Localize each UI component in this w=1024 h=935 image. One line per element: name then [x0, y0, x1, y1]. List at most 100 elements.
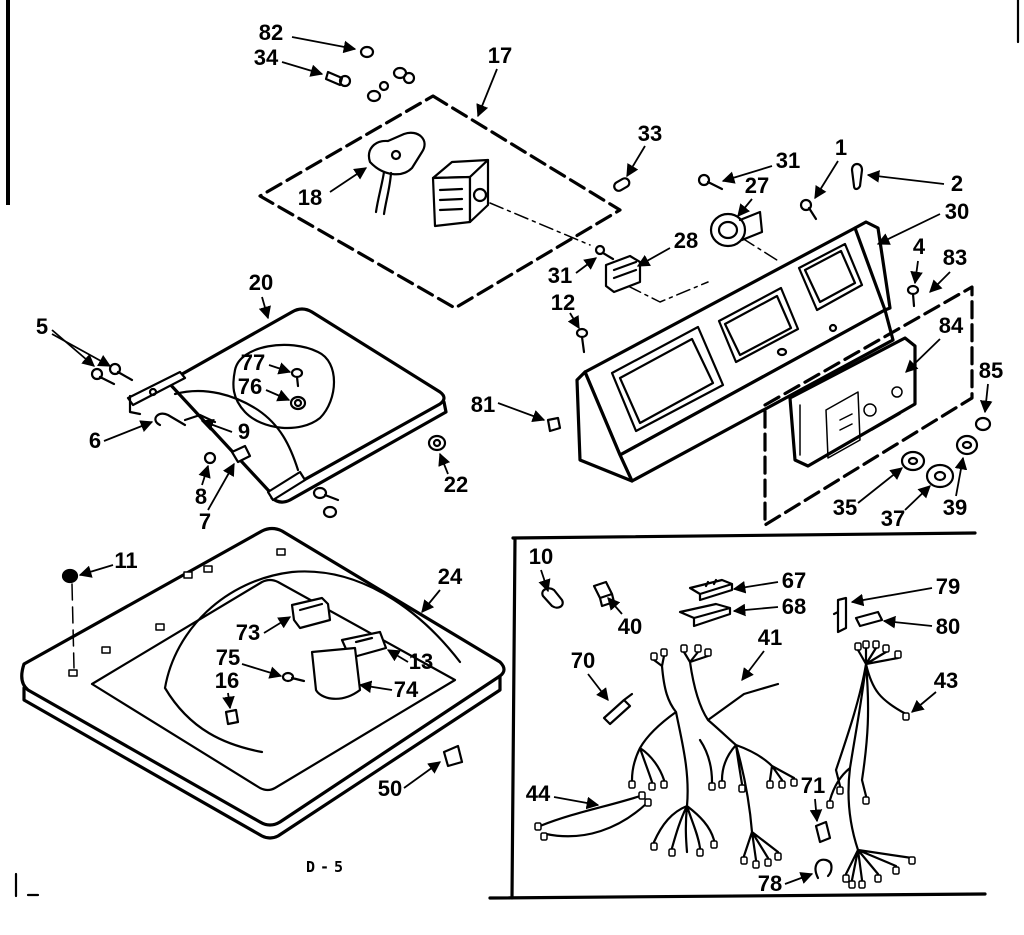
part-34-screw [324, 70, 352, 88]
callout-67: 67 [782, 568, 806, 593]
part-81-plug [546, 416, 562, 433]
harness-connector [740, 856, 748, 865]
harness-connector [836, 786, 844, 795]
harness-connector [778, 780, 786, 789]
part-31-screw-upper [697, 173, 724, 191]
leader-33 [626, 145, 646, 178]
callout-16: 16 [215, 668, 239, 693]
part-67-terminal-block [688, 578, 734, 602]
leader-28 [636, 247, 671, 267]
callout-39: 39 [943, 495, 967, 520]
callout-4: 4 [913, 234, 926, 259]
board-components [799, 386, 903, 459]
harness-connector [774, 852, 782, 861]
leader-75 [241, 663, 283, 679]
harness-connector [874, 874, 882, 883]
leader-39 [954, 456, 968, 497]
callout-35: 35 [833, 495, 857, 520]
leader-80 [882, 615, 933, 629]
callout-13: 13 [409, 649, 433, 674]
leader-35 [857, 467, 903, 504]
leader-44 [553, 796, 600, 810]
part-27-motor [709, 210, 764, 248]
harness-connector [708, 782, 716, 791]
callout-1: 1 [835, 135, 847, 160]
part-78-hook [814, 858, 833, 880]
callout-17: 17 [488, 43, 512, 68]
leader-16 [222, 692, 235, 710]
harness-connector [660, 648, 668, 657]
leader-12 [567, 312, 580, 330]
console-window-right [797, 242, 864, 312]
harness-connector [892, 866, 900, 875]
scan-margin-bar [6, 0, 10, 205]
cover-hinge-screws [312, 486, 340, 519]
leader-76 [265, 389, 291, 402]
timer-body [431, 158, 490, 228]
cover-wire [173, 389, 300, 472]
part-24-washer-top [20, 526, 506, 840]
leader-85 [979, 383, 993, 414]
leader-13 [386, 649, 409, 663]
callout-41: 41 [758, 625, 782, 650]
callout-7: 7 [199, 509, 211, 534]
part-7-clip [230, 444, 252, 464]
callout-37: 37 [881, 506, 905, 531]
harness-connector [718, 780, 726, 789]
callout-68: 68 [782, 594, 806, 619]
cover-rod [266, 470, 307, 502]
leader-7 [207, 462, 235, 511]
harness-connector [908, 856, 916, 865]
cover-access-area [232, 343, 336, 430]
harness-connector [882, 644, 890, 653]
part-77-screw [290, 367, 304, 388]
console-knob-holes [776, 323, 838, 357]
harness-connector [842, 874, 850, 883]
leader-2 [866, 170, 945, 185]
leader-27 [737, 198, 753, 217]
leader-18 [329, 167, 368, 193]
leader-22 [438, 452, 451, 475]
timer-front-face [431, 175, 472, 228]
leader-68 [732, 603, 779, 617]
part-10-clamp [541, 587, 564, 609]
harness-connector [872, 640, 880, 649]
top-surface [20, 526, 506, 827]
console-window-middle [717, 286, 800, 364]
part-2-clip [850, 162, 864, 191]
cover-hinge-bracket [126, 370, 187, 416]
leader-5-b [51, 333, 112, 367]
part-74-bracket [310, 646, 362, 700]
part-12-screw [575, 327, 589, 354]
harness-connector [826, 800, 834, 809]
callout-31-lower: 31 [548, 263, 572, 288]
leader-31-lower [575, 257, 598, 274]
callout-80: 80 [936, 614, 960, 639]
leader-50 [403, 761, 442, 789]
leader-73 [263, 616, 292, 634]
part-28-switch [604, 254, 642, 294]
callout-82: 82 [259, 20, 283, 45]
callout-34: 34 [254, 45, 279, 70]
harness-connector [752, 860, 760, 869]
part-75-screw [281, 671, 306, 683]
part-85-knob [974, 416, 992, 432]
leader-31-upper [721, 165, 773, 184]
leader-41 [741, 650, 765, 682]
part-84-control-board [788, 336, 917, 468]
callout-44: 44 [526, 781, 551, 806]
part-11-nut [61, 568, 79, 584]
harness-connector [764, 858, 772, 867]
callout-77: 77 [241, 350, 265, 375]
leader-79 [850, 587, 933, 607]
part-80-connector [854, 610, 884, 628]
leader-30 [876, 213, 941, 245]
callout-24: 24 [438, 564, 463, 589]
harness-connector [650, 652, 658, 661]
harness-connector [710, 840, 718, 849]
board-outline [788, 336, 917, 468]
part-82-rings [359, 45, 416, 103]
leader-83 [929, 271, 951, 293]
leader-43 [911, 691, 937, 713]
harness-connector [848, 880, 856, 889]
